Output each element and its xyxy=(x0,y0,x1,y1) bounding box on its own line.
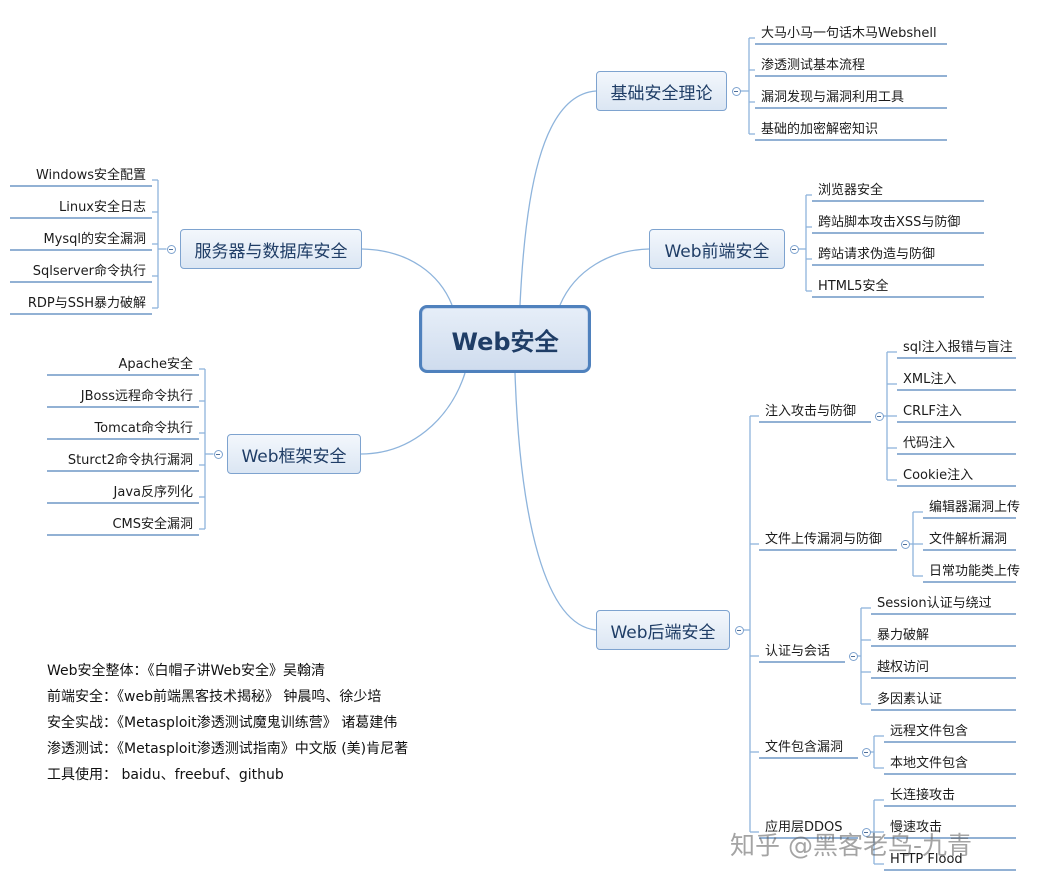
leaf-topic[interactable]: 远程文件包含 xyxy=(890,724,969,739)
leaf-topic[interactable]: HTML5安全 xyxy=(818,279,889,294)
leaf-topic[interactable]: Tomcat命令执行 xyxy=(94,421,193,436)
leaf-topic[interactable]: CMS安全漏洞 xyxy=(112,517,193,532)
collapse-toggle-icon[interactable] xyxy=(789,244,799,254)
leaf-topic[interactable]: 日常功能类上传 xyxy=(929,564,1021,579)
leaf-topic[interactable]: CRLF注入 xyxy=(903,404,962,419)
leaf-topic[interactable]: 本地文件包含 xyxy=(890,756,969,771)
leaf-topic[interactable]: Sqlserver命令执行 xyxy=(32,264,146,279)
collapse-toggle-icon[interactable] xyxy=(731,86,741,96)
collapse-toggle-icon[interactable] xyxy=(861,827,871,837)
collapse-toggle-icon[interactable] xyxy=(734,625,744,635)
leaf-topic[interactable]: 跨站请求伪造与防御 xyxy=(818,247,936,262)
leaf-topic[interactable]: 慢速攻击 xyxy=(890,820,943,835)
leaf-topic[interactable]: Linux安全日志 xyxy=(58,200,146,215)
collapse-toggle-icon[interactable] xyxy=(874,411,884,421)
leaf-topic[interactable]: Mysql的安全漏洞 xyxy=(43,232,146,247)
leaf-topic[interactable]: 多因素认证 xyxy=(877,692,943,707)
collapse-toggle-icon[interactable] xyxy=(848,651,858,661)
leaf-topic[interactable]: 越权访问 xyxy=(877,660,930,675)
connector-line xyxy=(519,90,597,306)
branch-server-database-security[interactable]: 服务器与数据库安全 xyxy=(180,229,362,269)
leaf-topic[interactable]: Session认证与绕过 xyxy=(877,596,992,611)
leaf-topic[interactable]: Apache安全 xyxy=(118,357,194,372)
collapse-toggle-icon[interactable] xyxy=(166,244,176,254)
leaf-topic[interactable]: RDP与SSH暴力破解 xyxy=(27,296,146,311)
leaf-topic[interactable]: 基础的加密解密知识 xyxy=(761,122,879,137)
reference-list: Web安全整体：《白帽子讲Web安全》吴翰清 前端安全：《web前端黑客技术揭秘… xyxy=(47,658,408,788)
branch-web-framework-security[interactable]: Web框架安全 xyxy=(227,434,361,474)
root-node[interactable]: Web安全 xyxy=(419,305,591,373)
leaf-topic[interactable]: 代码注入 xyxy=(903,436,956,451)
leaf-topic[interactable]: Sturct2命令执行漏洞 xyxy=(67,453,193,468)
subtopic-node[interactable]: 认证与会话 xyxy=(765,644,831,659)
reference-item: 渗透测试：《Metasploit渗透测试指南》中文版 (美)肯尼著 xyxy=(47,741,409,757)
connector-line xyxy=(361,248,453,306)
connector-line xyxy=(360,372,466,455)
subtopic-node[interactable]: 文件包含漏洞 xyxy=(765,740,844,755)
branch-web-backend-security[interactable]: Web后端安全 xyxy=(596,610,730,650)
watermark: 知乎 @黑客老鸟-九青 xyxy=(730,831,972,860)
leaf-topic[interactable]: 渗透测试基本流程 xyxy=(761,58,866,73)
reference-item: 前端安全：《web前端黑客技术揭秘》 钟晨鸣、徐少培 xyxy=(47,689,382,705)
leaf-topic[interactable]: JBoss远程命令执行 xyxy=(80,389,193,404)
connector-line xyxy=(559,248,650,306)
branch-web-frontend-security[interactable]: Web前端安全 xyxy=(649,229,785,269)
subtopic-node[interactable]: 文件上传漏洞与防御 xyxy=(765,532,883,547)
leaf-topic[interactable]: sql注入报错与盲注 xyxy=(903,340,1013,355)
leaf-topic[interactable]: Cookie注入 xyxy=(903,468,974,483)
leaf-topic[interactable]: HTTP Flood xyxy=(890,852,963,867)
leaf-topic[interactable]: 文件解析漏洞 xyxy=(929,532,1008,547)
leaf-topic[interactable]: 大马小马一句话木马Webshell xyxy=(761,26,937,41)
leaf-topic[interactable]: 编辑器漏洞上传 xyxy=(929,500,1021,515)
collapse-toggle-icon[interactable] xyxy=(900,539,910,549)
connector-line xyxy=(514,372,597,631)
reference-item: 工具使用： baidu、freebuf、github xyxy=(47,767,284,783)
subtopic-node[interactable]: 注入攻击与防御 xyxy=(765,404,857,419)
branch-basic-security-theory[interactable]: 基础安全理论 xyxy=(596,71,727,111)
reference-item: 安全实战：《Metasploit渗透测试魔鬼训练营》 诸葛建伟 xyxy=(47,715,398,731)
collapse-toggle-icon[interactable] xyxy=(213,449,223,459)
leaf-topic[interactable]: Java反序列化 xyxy=(113,485,193,500)
reference-item: Web安全整体：《白帽子讲Web安全》吴翰清 xyxy=(47,663,326,679)
leaf-topic[interactable]: 长连接攻击 xyxy=(890,788,956,803)
leaf-topic[interactable]: 漏洞发现与漏洞利用工具 xyxy=(761,90,905,105)
leaf-topic[interactable]: 跨站脚本攻击XSS与防御 xyxy=(818,215,961,230)
leaf-topic[interactable]: 暴力破解 xyxy=(877,628,930,643)
subtopic-node[interactable]: 应用层DDOS xyxy=(765,820,843,835)
leaf-topic[interactable]: XML注入 xyxy=(903,372,957,387)
leaf-topic[interactable]: Windows安全配置 xyxy=(35,168,146,183)
collapse-toggle-icon[interactable] xyxy=(861,747,871,757)
leaf-topic[interactable]: 浏览器安全 xyxy=(818,183,884,198)
